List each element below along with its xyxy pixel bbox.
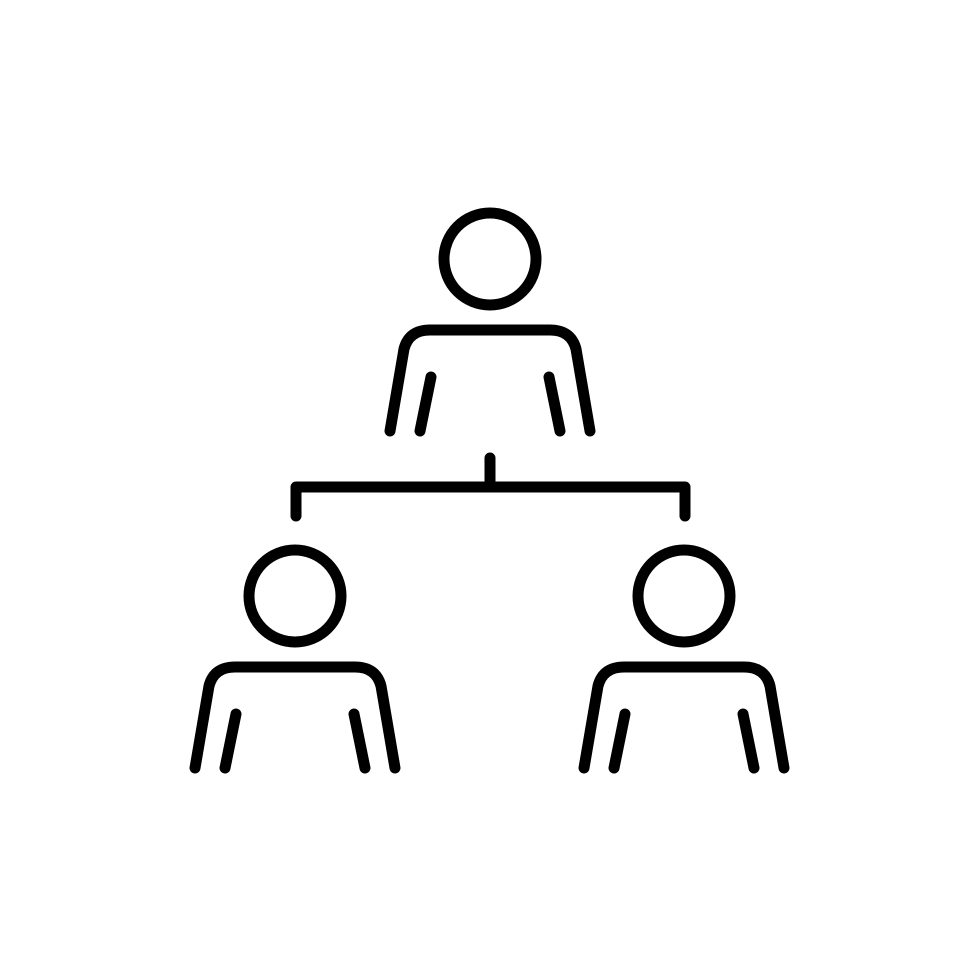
- person-icon-top: [384, 207, 596, 437]
- person-shoulders: [384, 324, 596, 437]
- person-left-arm: [608, 708, 631, 774]
- person-right-arm: [737, 708, 760, 774]
- person-right-arm: [348, 708, 371, 774]
- person-icon-bottom-right: [578, 544, 790, 774]
- person-left-arm: [414, 371, 437, 437]
- person-icon-bottom-left: [189, 544, 401, 774]
- connector-path: [290, 452, 691, 522]
- person-left-arm: [219, 708, 242, 774]
- person-head: [438, 207, 542, 311]
- person-shoulders: [578, 661, 790, 774]
- connector-lines: [290, 452, 691, 522]
- person-head: [632, 544, 736, 648]
- person-right-arm: [543, 371, 566, 437]
- person-shoulders: [189, 661, 401, 774]
- person-head: [243, 544, 347, 648]
